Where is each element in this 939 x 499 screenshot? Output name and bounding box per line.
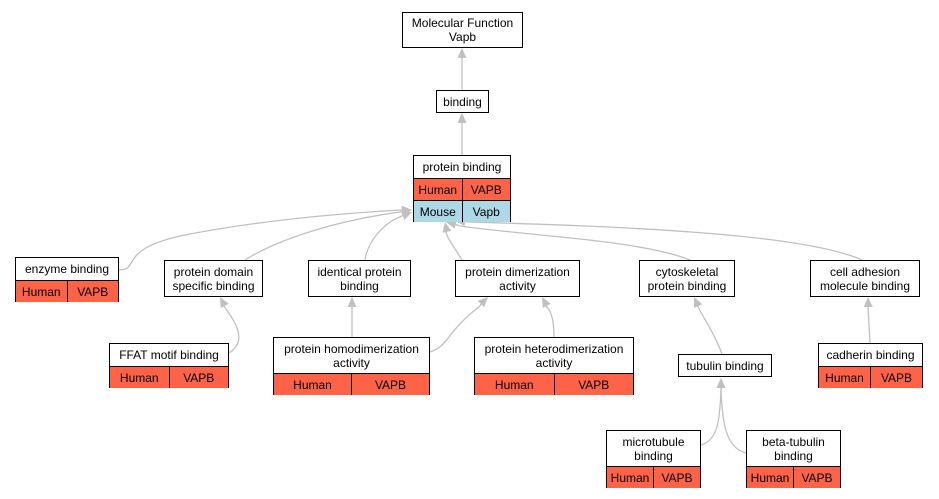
node-protein-dimerization-activity[interactable]: protein dimerization activity	[455, 260, 580, 297]
edge-connector	[479, 303, 482, 307]
edge-identical-to-protein	[364, 215, 403, 261]
node-protein-domain-specific-binding[interactable]: protein domain specific binding	[164, 260, 263, 297]
arrowhead	[347, 297, 357, 307]
edge-cadherin-to-adhesion	[867, 306, 871, 344]
node-microtubule-binding[interactable]: microtubule binding Human VAPB	[606, 430, 701, 488]
arrowhead	[694, 297, 703, 308]
species-cell: Human	[274, 374, 351, 395]
node-cytoskeletal-protein-binding[interactable]: cytoskeletal protein binding	[639, 260, 735, 297]
node-label: cadherin binding	[826, 348, 915, 362]
species-row-mouse: Mouse Vapb	[414, 200, 510, 222]
edge-microtubule-to-tubulin	[700, 387, 722, 446]
arrowhead	[863, 297, 873, 308]
node-beta-tubulin-binding[interactable]: beta-tubulin binding Human VAPB	[746, 430, 841, 488]
species-row-human: Human VAPB	[819, 366, 922, 388]
arrowhead	[401, 211, 412, 220]
species-cell: Human	[475, 374, 554, 395]
node-identical-protein-binding[interactable]: identical protein binding	[308, 260, 411, 297]
arrowhead	[446, 219, 457, 229]
node-label: protein dimerization activity	[465, 264, 570, 293]
node-label: cytoskeletal protein binding	[647, 264, 727, 293]
species-cell: Mouse	[414, 201, 462, 222]
gene-cell: VAPB	[168, 367, 228, 388]
node-label: cell adhesion molecule binding	[819, 264, 911, 293]
edge-dimerization-to-protein	[445, 231, 463, 261]
node-label: Molecular Function Vapb	[411, 16, 514, 44]
node-label: protein homodimerization activity	[284, 341, 419, 370]
node-label: FFAT motif binding	[119, 348, 219, 362]
arrowhead	[457, 48, 467, 58]
gene-cell: VAPB	[870, 367, 922, 388]
node-ffat-motif-binding[interactable]: FFAT motif binding Human VAPB	[109, 343, 229, 388]
edge-cytoskeletal-to-protein	[459, 225, 691, 261]
species-cell: Human	[414, 179, 462, 200]
edge-enzyme-to-protein	[118, 209, 401, 271]
species-cell: Human	[747, 467, 793, 488]
node-binding[interactable]: binding	[436, 90, 489, 113]
gene-cell: VAPB	[793, 467, 840, 488]
gene-cell: VAPB	[66, 281, 118, 302]
edge-adhesion-to-protein	[469, 221, 863, 261]
node-label: tubulin binding	[686, 358, 764, 373]
gene-cell: VAPB	[653, 467, 700, 488]
node-molecular-function[interactable]: Molecular Function Vapb	[402, 12, 523, 48]
species-cell: Human	[110, 367, 169, 388]
species-row-human: Human VAPB	[475, 373, 633, 395]
gene-cell: VAPB	[553, 374, 633, 395]
node-protein-homodimerization-activity[interactable]: protein homodimerization activity Human …	[273, 337, 430, 395]
node-label: microtubule binding	[622, 434, 685, 463]
node-label: protein domain specific binding	[172, 264, 255, 293]
species-cell: Human	[16, 281, 67, 302]
edge-hetero-to-dimerization	[545, 305, 555, 338]
arrowhead	[716, 378, 726, 389]
edge-beta-to-tubulin	[720, 387, 747, 454]
species-row-human: Human VAPB	[607, 466, 700, 488]
species-row-human: Human VAPB	[16, 280, 118, 302]
node-label: protein heterodimerization activity	[484, 341, 624, 370]
species-cell: Human	[819, 367, 870, 388]
node-label: protein binding	[422, 160, 502, 174]
arrowhead	[442, 222, 452, 233]
edge-ffat-to-domain	[223, 305, 240, 354]
edge-domain-to-protein	[244, 211, 401, 261]
gene-cell: VAPB	[461, 179, 510, 200]
gene-cell: VAPB	[351, 374, 429, 395]
node-cell-adhesion-molecule-binding[interactable]: cell adhesion molecule binding	[810, 260, 920, 297]
node-label: enzyme binding	[24, 262, 110, 276]
edge-tubulin-to-cytoskeletal	[697, 306, 723, 355]
species-row-human: Human VAPB	[414, 178, 510, 200]
arrowhead	[477, 297, 488, 308]
edge-connector	[455, 223, 461, 227]
node-label: identical protein binding	[317, 264, 402, 293]
species-row-human: Human VAPB	[274, 373, 429, 395]
node-tubulin-binding[interactable]: tubulin binding	[678, 354, 772, 377]
edge-homo-to-dimerization	[429, 305, 481, 353]
species-row-human: Human VAPB	[747, 466, 840, 488]
node-label: beta-tubulin binding	[762, 434, 825, 463]
arrowhead	[220, 297, 229, 308]
gene-cell: Vapb	[461, 201, 510, 222]
arrowhead	[457, 113, 467, 123]
node-enzyme-binding[interactable]: enzyme binding Human VAPB	[15, 257, 119, 302]
node-label: binding	[443, 94, 482, 109]
species-cell: Human	[607, 467, 653, 488]
node-protein-binding[interactable]: protein binding Human VAPB Mouse Vapb	[413, 155, 511, 222]
node-cadherin-binding[interactable]: cadherin binding Human VAPB	[818, 343, 923, 388]
node-protein-heterodimerization-activity[interactable]: protein heterodimerization activity Huma…	[474, 337, 634, 395]
species-row-human: Human VAPB	[110, 366, 228, 388]
arrowhead	[542, 297, 551, 308]
